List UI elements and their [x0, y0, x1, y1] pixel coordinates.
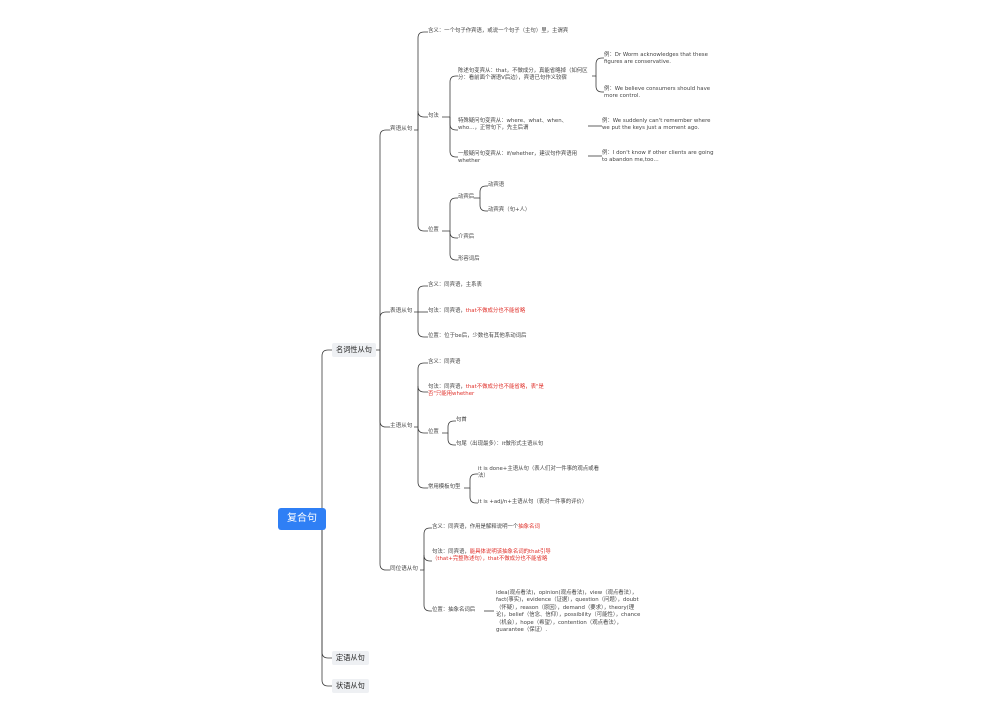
object-if-example[interactable]: 例：I don't know if other clients are goin… — [602, 150, 714, 164]
predicative-usage[interactable]: 句法：同宾语，that不做成分也不能省略 — [428, 308, 525, 315]
predicative-meaning[interactable]: 含义：同宾语，主系表 — [428, 282, 482, 288]
object-meaning[interactable]: 含义：一个句子作宾语，或说一个句子（主句）里，主谓宾 — [428, 28, 569, 34]
predicative-usage-prefix: 句法：同宾语， — [428, 308, 466, 314]
node-adverbial-clause[interactable]: 状语从句 — [332, 679, 369, 693]
object-after-adj[interactable]: 形容词后 — [458, 256, 480, 262]
object-after-verb[interactable]: 动宾后 — [458, 194, 475, 200]
object-that-example-1[interactable]: 例：Dr Worm acknowledges that these figure… — [604, 52, 708, 66]
object-if-clause[interactable]: 一般疑问句变宾从：if/whether，建议句作宾语用whether — [458, 151, 578, 165]
appositive-meaning-highlight: 抽象名词 — [518, 524, 540, 530]
node-noun-clause[interactable]: 名词性从句 — [332, 343, 376, 357]
object-after-prep[interactable]: 介宾后 — [458, 234, 475, 240]
appositive-usage[interactable]: 句法：同宾语，能具体说明该抽象名词的that引导（that+完整陈述句），tha… — [432, 549, 554, 564]
object-verb-2[interactable]: 动宾宾（句+人） — [488, 207, 531, 213]
predicative-usage-highlight: that不做成分也不能省略 — [465, 308, 526, 314]
appositive-usage-prefix: 句法：同宾语， — [432, 549, 470, 555]
node-appositive-clause[interactable]: 同位语从句 — [390, 566, 418, 572]
object-position[interactable]: 位置 — [428, 227, 439, 233]
subject-usage-highlight: that不做成分也不能省略，表"是否"只能用whether — [428, 384, 544, 398]
root-node[interactable]: 复合句 — [278, 508, 326, 530]
appositive-meaning[interactable]: 含义：同宾语，作用是解释说明一个抽象名词 — [432, 524, 540, 531]
subject-position[interactable]: 位置 — [428, 429, 439, 435]
object-that-clause[interactable]: 陈述句变宾从：that，不做成分，真能省略掉（如何区分：看前面个谓语V后边），宾… — [458, 68, 588, 82]
subject-usage-prefix: 句法：同宾语， — [428, 384, 466, 390]
object-wh-clause[interactable]: 特殊疑问句变宾从：where、what、when、who…，正常句下，先主后谓 — [458, 118, 568, 132]
subject-position-end[interactable]: 句尾（出现最多）：it做形式主语从句 — [456, 441, 544, 447]
node-object-clause[interactable]: 宾语从句 — [390, 126, 413, 132]
object-that-example-2[interactable]: 例：We believe consumers should have more … — [604, 86, 711, 100]
node-attributive-clause[interactable]: 定语从句 — [332, 651, 369, 665]
subject-common-patterns[interactable]: 常用模板句型 — [428, 484, 461, 490]
appositive-meaning-prefix: 含义：同宾语，作用是解释说明一个 — [432, 524, 519, 530]
subject-pattern-2[interactable]: it is +adj/n+主语从句（表对一件事的评价） — [478, 499, 588, 505]
subject-pattern-1[interactable]: it is done+主语从句（表人们对一件事的观点或看法） — [478, 466, 599, 480]
predicative-position[interactable]: 位置：位于be后，少数也有其他系动词后 — [428, 333, 527, 339]
subject-meaning[interactable]: 含义：同宾语 — [428, 359, 461, 365]
subject-position-start[interactable]: 句首 — [456, 417, 467, 423]
object-verb-1[interactable]: 动宾语 — [488, 182, 505, 188]
appositive-noun-list[interactable]: idea(观点看法)，opinion(观点看法)，view（观点看法），fact… — [496, 590, 641, 634]
node-subject-clause[interactable]: 主语从句 — [390, 423, 413, 429]
subject-usage[interactable]: 句法：同宾语，that不做成分也不能省略，表"是否"只能用whether — [428, 384, 548, 399]
object-usage[interactable]: 句法 — [428, 113, 439, 119]
object-wh-example[interactable]: 例：We suddenly can't remember where we pu… — [602, 118, 711, 132]
node-predicative-clause[interactable]: 表语从句 — [390, 308, 413, 314]
appositive-position[interactable]: 位置：抽象名词后 — [432, 607, 476, 613]
appositive-usage-highlight: 能具体说明该抽象名词的that引导（that+完整陈述句），that不做成分也不… — [432, 549, 551, 563]
